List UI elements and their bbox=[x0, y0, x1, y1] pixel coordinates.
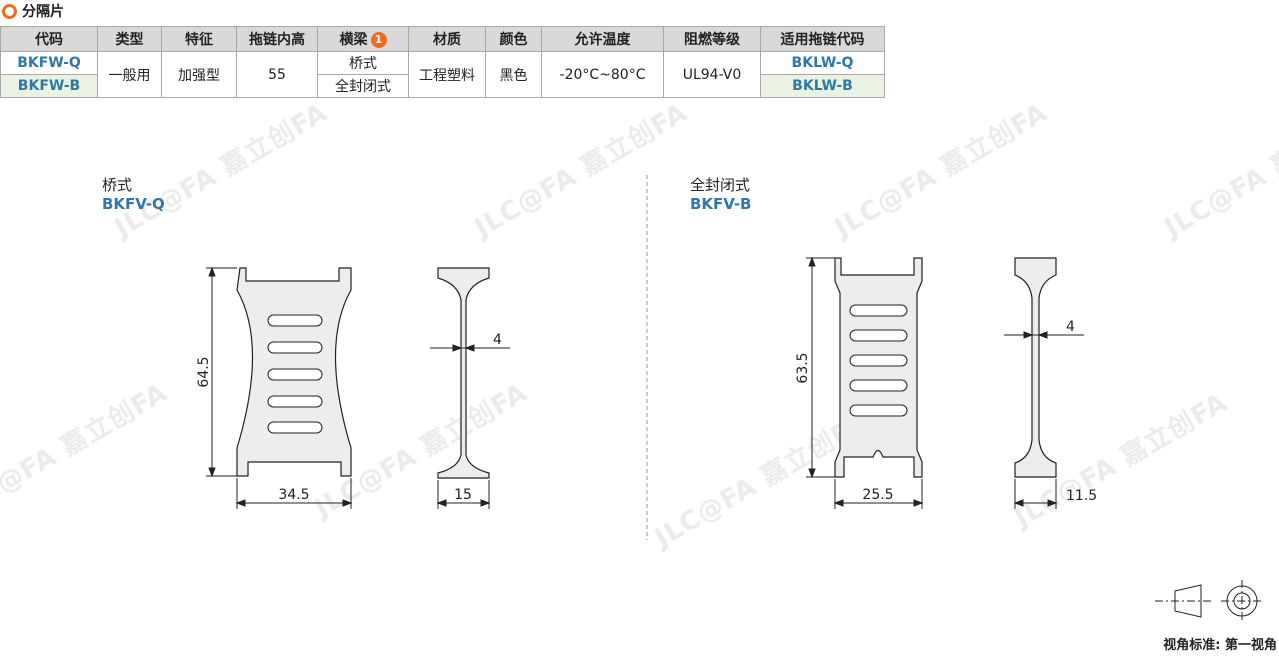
arrowhead-icon bbox=[208, 266, 216, 478]
material-cell: 工程塑料 bbox=[408, 51, 486, 98]
enclosed-separator-front-view bbox=[806, 256, 924, 509]
arrowhead-icon bbox=[436, 499, 491, 507]
view-name: 全封闭式 bbox=[690, 176, 751, 194]
bridge-separator-side-view bbox=[430, 267, 510, 509]
slot-hole bbox=[849, 379, 908, 392]
arrowhead-icon bbox=[1023, 331, 1048, 339]
width-dimension: 25.5 bbox=[862, 487, 893, 503]
arrowhead-icon bbox=[808, 256, 816, 479]
bridge-separator-front-view bbox=[206, 266, 353, 509]
thickness-dimension: 4 bbox=[1066, 319, 1075, 335]
inner-height-cell: 55 bbox=[236, 51, 318, 98]
arrowhead-icon bbox=[452, 344, 475, 352]
view-code: BKFV-Q bbox=[102, 195, 165, 213]
section-header: 分隔片 bbox=[0, 0, 64, 22]
thickness-dimension: 4 bbox=[493, 332, 502, 348]
chain-code[interactable]: BKLW-B bbox=[760, 74, 885, 98]
part-code[interactable]: BKFW-B bbox=[0, 74, 98, 98]
view-label-left: 桥式 BKFV-Q bbox=[102, 176, 165, 214]
section-title: 分隔片 bbox=[22, 4, 64, 20]
slot-hole bbox=[267, 368, 323, 381]
temperature-cell: -20°C~80°C bbox=[541, 51, 664, 98]
slot-hole bbox=[849, 354, 908, 367]
enclosed-separator-side-view bbox=[1004, 257, 1084, 509]
view-code: BKFV-B bbox=[690, 195, 752, 213]
part-code[interactable]: BKFW-Q bbox=[0, 51, 98, 75]
table-row: BKFW-Q 一般用 加强型 55 桥式 工程塑料 黑色 -20°C~80°C … bbox=[0, 51, 885, 98]
column-header: 适用拖链代码 bbox=[760, 26, 885, 52]
i-beam-outline bbox=[437, 267, 490, 479]
column-header-label: 横梁 bbox=[339, 32, 368, 48]
column-header: 代码 bbox=[0, 26, 98, 52]
feature-cell: 加强型 bbox=[161, 51, 237, 98]
column-header: 拖链内高 bbox=[236, 26, 318, 52]
slot-hole bbox=[849, 329, 908, 342]
slot-hole bbox=[849, 304, 908, 317]
beam-cell: 全封闭式 bbox=[317, 74, 409, 98]
note-badge-icon: 1 bbox=[370, 32, 387, 48]
view-name: 桥式 bbox=[102, 176, 133, 194]
arrowhead-icon bbox=[833, 499, 924, 507]
separator-outline bbox=[834, 257, 923, 478]
slot-hole bbox=[267, 421, 323, 434]
arrowhead-icon bbox=[1013, 499, 1058, 507]
first-angle-projection-icon bbox=[1155, 580, 1264, 622]
projection-standard-label: 视角标准: 第一视角 bbox=[1163, 638, 1277, 653]
column-header: 材质 bbox=[408, 26, 486, 52]
slot-holes bbox=[267, 314, 323, 434]
side-outline bbox=[1014, 257, 1057, 478]
view-label-right: 全封闭式 BKFV-B bbox=[690, 176, 751, 214]
circle-bullet-icon bbox=[2, 3, 17, 19]
type-cell: 一般用 bbox=[97, 51, 162, 98]
slot-holes bbox=[849, 304, 908, 417]
truncated-cone-side bbox=[1174, 584, 1202, 618]
column-header: 类型 bbox=[97, 26, 162, 52]
depth-dimension: 15 bbox=[454, 487, 472, 503]
height-dimension: 63.5 bbox=[795, 352, 811, 383]
slot-hole bbox=[267, 314, 323, 327]
arrowhead-icon bbox=[235, 499, 353, 507]
width-dimension: 34.5 bbox=[278, 487, 309, 503]
height-dimension: 64.5 bbox=[196, 356, 212, 387]
column-header: 颜色 bbox=[485, 26, 542, 52]
slot-hole bbox=[267, 395, 323, 408]
table-row: BKFW-B 全封闭式 BKLW-B bbox=[0, 74, 885, 98]
slot-hole bbox=[849, 404, 908, 417]
slot-hole bbox=[267, 341, 323, 354]
column-header: 阻燃等级 bbox=[663, 26, 761, 52]
depth-dimension: 11.5 bbox=[1066, 488, 1097, 504]
chain-code[interactable]: BKLW-Q bbox=[760, 51, 885, 75]
column-header: 允许温度 bbox=[541, 26, 664, 52]
